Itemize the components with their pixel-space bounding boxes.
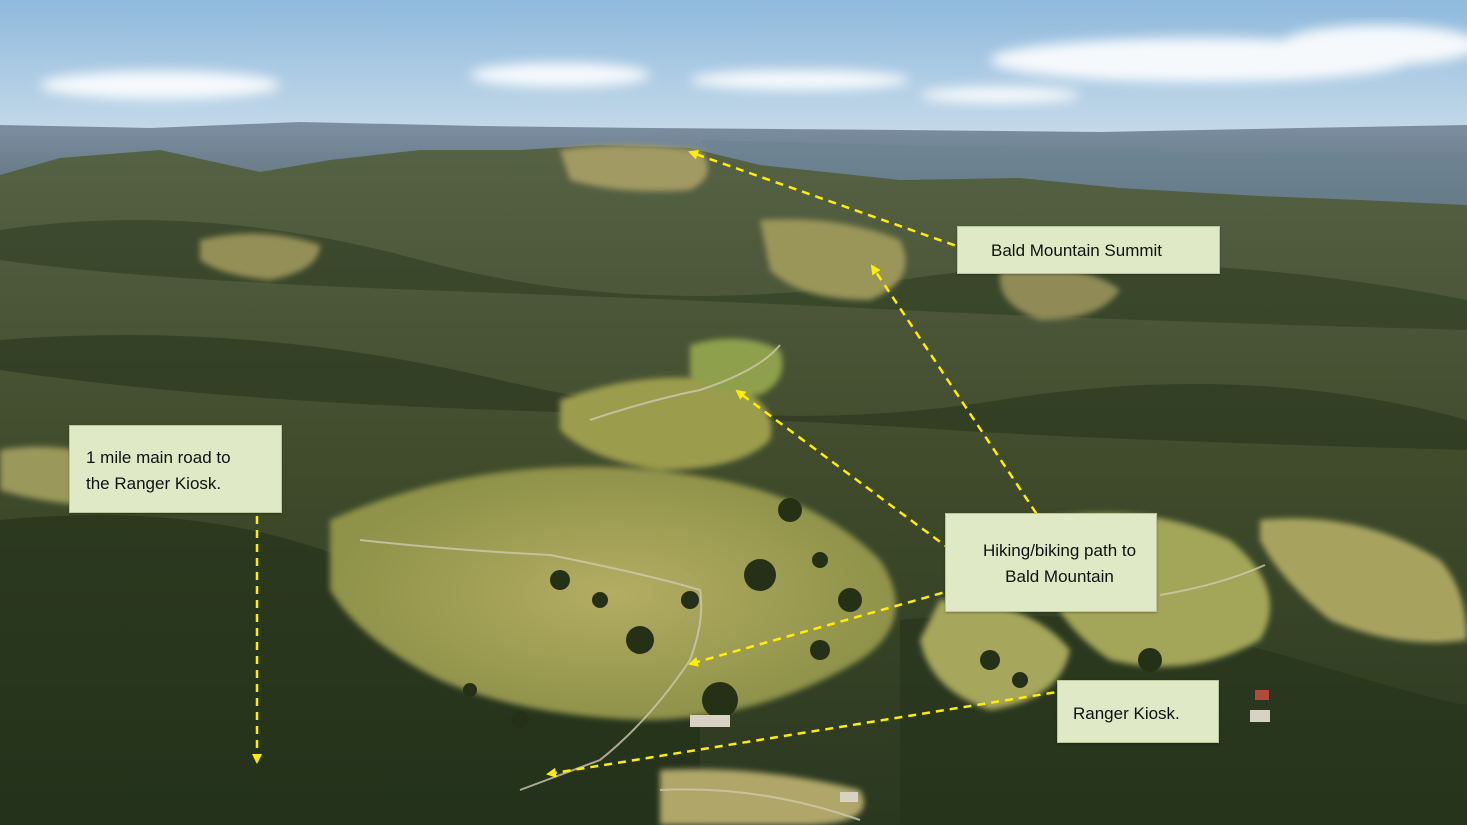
callout-ranger-kiosk: Ranger Kiosk.: [1057, 680, 1219, 743]
clouds: [40, 25, 1467, 103]
callout-road-line2: the Ranger Kiosk.: [86, 474, 222, 493]
callout-main-road: 1 mile main road to the Ranger Kiosk.: [69, 425, 282, 513]
callout-kiosk-text: Ranger Kiosk.: [1073, 704, 1180, 723]
callout-road-line1: 1 mile main road to: [86, 448, 231, 467]
callout-path-line2: Bald Mountain: [1005, 567, 1114, 586]
callout-path-line1: Hiking/biking path to: [982, 541, 1137, 560]
callout-summit-text: Bald Mountain Summit: [991, 241, 1163, 260]
callout-hiking-path: Hiking/biking path to Bald Mountain: [945, 513, 1157, 612]
callout-bald-mountain-summit: Bald Mountain Summit: [957, 226, 1220, 274]
